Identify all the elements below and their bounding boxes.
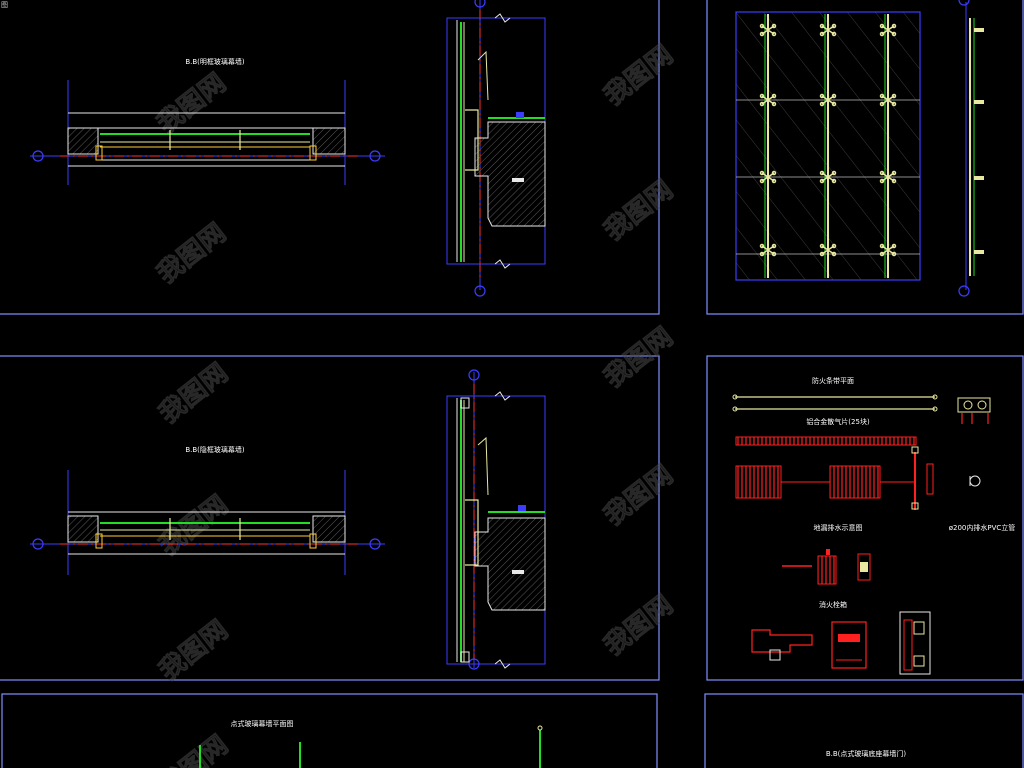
legend-title-louver: 铝合金散气片(25块) bbox=[806, 417, 870, 426]
hydrant-valve-icon bbox=[751, 629, 813, 653]
watermark: 我图网 bbox=[599, 590, 679, 662]
plan-view-top: B.B(明框玻璃幕墙) bbox=[30, 57, 385, 185]
bolt-fitting-icon bbox=[957, 397, 991, 413]
panel-title: 点式玻璃幕墙平面图 bbox=[231, 719, 294, 728]
frame-bottom-right bbox=[704, 693, 1024, 768]
watermark: 我图网 bbox=[154, 490, 234, 562]
watermark: 我图网 bbox=[154, 615, 234, 687]
corner-glyph: 图 bbox=[1, 1, 8, 9]
watermark: 我图网 bbox=[599, 322, 679, 394]
axis-bubble bbox=[32, 538, 44, 550]
plan-view-bottom: 点式玻璃幕墙平面图 bbox=[199, 719, 543, 768]
axis-bubble bbox=[958, 0, 970, 6]
watermark: 我图网 bbox=[599, 175, 679, 247]
section-view-top bbox=[446, 0, 546, 297]
watermark: 我图网 bbox=[154, 730, 234, 768]
axis-bubble bbox=[958, 285, 970, 297]
axis-bubble bbox=[369, 538, 381, 550]
legend-title-pvc: ø200内排水PVC立管 bbox=[949, 523, 1016, 532]
panel-title: B.B(点式玻璃底座幕墙门) bbox=[826, 749, 907, 758]
frame-mid-left bbox=[0, 355, 660, 681]
hydrant-cabinet-icon bbox=[899, 611, 931, 675]
elevation-view bbox=[735, 0, 984, 297]
panel-title: B.B(明框玻璃幕墙) bbox=[185, 57, 245, 66]
watermark-layer: 我图网 我图网 我图网 我图网 我图网 我图网 我图网 我图网 我图网 我图网 … bbox=[151, 40, 679, 768]
legend-title-drain: 地漏排水示意图 bbox=[814, 523, 863, 532]
frame-top-left bbox=[0, 0, 660, 315]
frame-legend bbox=[706, 355, 1024, 681]
legend-title-hydrant: 消火栓箱 bbox=[819, 600, 847, 609]
frame-bottom-left bbox=[1, 693, 658, 768]
watermark: 我图网 bbox=[599, 460, 679, 532]
watermark: 我图网 bbox=[599, 40, 679, 112]
watermark: 我图网 bbox=[152, 218, 232, 290]
legend-title-strip: 防火条带平面 bbox=[812, 376, 854, 385]
bottom-right-panel: B.B(点式玻璃底座幕墙门) bbox=[826, 749, 907, 758]
axis-bubble bbox=[474, 285, 486, 297]
section-view-mid bbox=[446, 369, 546, 670]
drain-icon bbox=[817, 555, 837, 585]
watermark: 我图网 bbox=[152, 68, 232, 140]
spider-fittings bbox=[759, 23, 897, 257]
axis-bubble bbox=[468, 369, 480, 381]
axis-bubble bbox=[474, 0, 486, 8]
hydrant-box-icon bbox=[831, 621, 867, 669]
plan-view-mid: B.B(隐框玻璃幕墙) bbox=[30, 445, 385, 575]
legend-panel: 防火条带平面 铝合金散气片(25块) 地漏排水示意图 ø200内排水P bbox=[732, 376, 1016, 675]
axis-bubble bbox=[369, 150, 381, 162]
panel-title: B.B(隐框玻璃幕墙) bbox=[185, 445, 245, 454]
frame-top-right bbox=[706, 0, 1024, 315]
pipe-icon bbox=[969, 475, 981, 487]
axis-bubble bbox=[32, 150, 44, 162]
watermark: 我图网 bbox=[154, 358, 234, 430]
